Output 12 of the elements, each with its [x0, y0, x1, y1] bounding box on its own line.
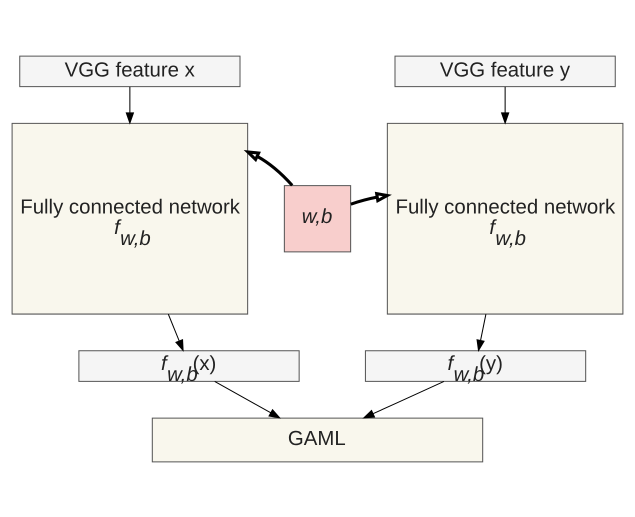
node-box: VGG feature y — [394, 55, 616, 87]
arrow — [500, 86, 510, 124]
arrow — [214, 380, 282, 418]
arrow — [168, 314, 184, 352]
arrow — [244, 150, 294, 186]
node-box: GAML — [152, 417, 484, 462]
node-box: w,b — [284, 184, 352, 252]
arrow — [476, 314, 486, 352]
node-box: VGG feature x — [19, 55, 240, 87]
arrow — [350, 191, 392, 206]
arrow — [362, 380, 444, 418]
arrow — [126, 86, 134, 124]
